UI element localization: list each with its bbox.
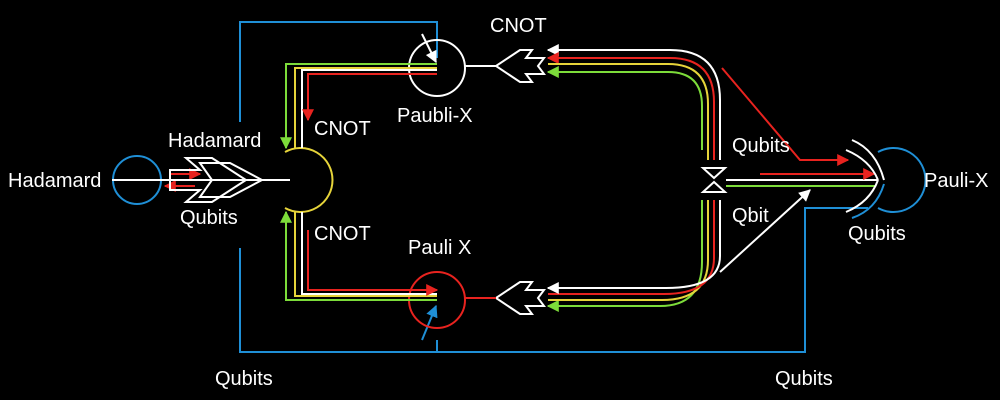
label-top-gate: Paubli-X	[397, 105, 473, 127]
white-wire-lower-left	[301, 212, 437, 295]
lower-left-wires	[280, 210, 439, 301]
center-junction-bottom	[700, 180, 728, 193]
bottom-cnot-connector	[494, 281, 546, 315]
right-pauli-x-outer	[877, 147, 927, 213]
white-wire-upper-right	[546, 44, 721, 160]
label-center-qubits: Qubits	[732, 135, 790, 157]
yellow-wire-upper-right	[548, 63, 709, 160]
white-diagonal-lower	[719, 189, 811, 273]
red-wire-to-right-gate-1	[721, 67, 850, 166]
yellow-wire-lower-right	[548, 200, 709, 301]
center-junction-top	[700, 167, 728, 180]
red-wire-lower-left	[307, 230, 439, 296]
red-wire-lower-right	[548, 200, 715, 295]
right-pauli-x-arc-top	[845, 149, 879, 181]
yellow-wire-lower-left	[294, 212, 437, 297]
top-gate-needle	[421, 33, 437, 64]
label-bottom-gate: Pauli X	[408, 237, 471, 259]
label-bottom-right-qubits: Qubits	[775, 368, 833, 390]
upper-right-wires	[546, 44, 721, 160]
blue-needle-bottom	[421, 304, 438, 341]
label-left-qubits: Qubits	[180, 207, 238, 229]
white-wire-lower-right	[546, 200, 721, 294]
upper-left-wires	[280, 63, 437, 150]
label-left-gate: Hadamard	[168, 130, 261, 152]
right-pauli-x-arc-bottom	[845, 179, 879, 213]
right-pauli-x-blue-bottom	[851, 183, 885, 219]
label-cnot-top: CNOT	[490, 15, 547, 37]
label-cnot-upper: CNOT	[314, 118, 371, 140]
hadamard-gate-arrow	[169, 157, 248, 203]
white-wire-upper-left	[301, 69, 437, 148]
lower-right-wires	[546, 189, 811, 312]
green-wire-lower-right	[546, 200, 703, 312]
yellow-wire-upper-left	[294, 67, 437, 148]
label-center-qubit: Qbit	[732, 205, 769, 227]
label-bottom-left-qubits: Qubits	[215, 368, 273, 390]
blue-line-bottom-left	[239, 207, 868, 353]
label-right-qubits: Qubits	[848, 223, 906, 245]
right-pauli-x-arc-mid	[851, 139, 885, 181]
red-wire-upper-right	[546, 52, 715, 160]
top-cnot-connector	[494, 49, 546, 83]
label-cnot-lower: CNOT	[314, 223, 371, 245]
cnot-node-circle	[284, 147, 334, 213]
green-wire-upper-left	[280, 63, 437, 150]
red-wire-upper-left	[302, 73, 437, 122]
green-wire-upper-right	[546, 66, 703, 150]
label-right-gate: Pauli-X	[924, 170, 988, 192]
label-left-node: Hadamard	[8, 170, 101, 192]
green-wire-lower-left	[280, 210, 437, 301]
